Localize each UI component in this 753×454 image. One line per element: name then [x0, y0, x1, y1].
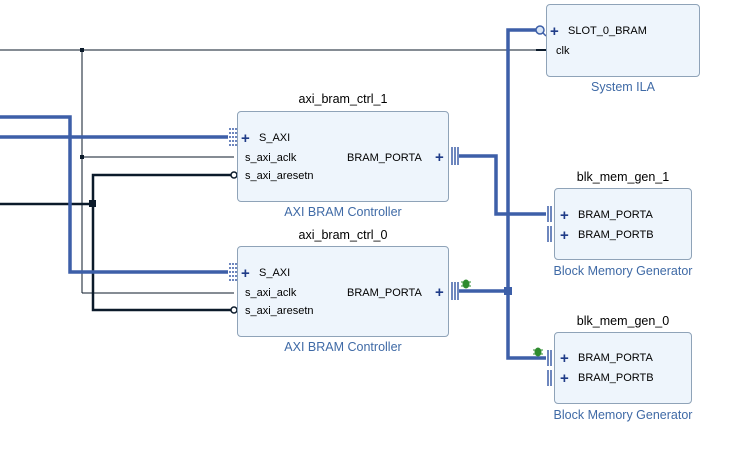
ctrl0-instance-name: axi_bram_ctrl_0: [298, 228, 388, 242]
plus-icon[interactable]: +: [560, 370, 569, 387]
axi-bus-nets[interactable]: [0, 115, 228, 274]
mem0-instance-name: blk_mem_gen_0: [576, 314, 670, 328]
magnifier-icon: [535, 25, 547, 37]
blk-mem-gen-1-block[interactable]: + BRAM_PORTA + BRAM_PORTB: [554, 188, 692, 260]
ctrl0-rst-pin[interactable]: s_axi_aresetn: [245, 305, 314, 317]
bram-bus-nets[interactable]: [459, 28, 546, 360]
ctrl1-clk-pin[interactable]: s_axi_aclk: [245, 152, 297, 164]
ila-slot-pin[interactable]: SLOT_0_BRAM: [568, 25, 647, 37]
debug-bug-icon: [533, 347, 543, 357]
axi-slave-pin-icon: [229, 128, 237, 281]
system-ila-block[interactable]: + SLOT_0_BRAM clk: [546, 4, 700, 77]
ctrl1-s-axi-pin[interactable]: S_AXI: [259, 132, 291, 144]
bus-pin-icon: [451, 147, 552, 386]
blk-mem-gen-0-block[interactable]: + BRAM_PORTA + BRAM_PORTB: [554, 332, 692, 404]
ctrl1-rst-pin[interactable]: s_axi_aresetn: [245, 170, 314, 182]
clock-junction-2: [80, 155, 84, 159]
ctrl0-s-axi-pin[interactable]: S_AXI: [259, 267, 291, 279]
plus-icon[interactable]: +: [560, 207, 569, 224]
mem0-porta-pin[interactable]: BRAM_PORTA: [578, 352, 653, 364]
ctrl0-porta-pin[interactable]: BRAM_PORTA: [347, 287, 422, 299]
mem1-porta-pin[interactable]: BRAM_PORTA: [578, 209, 653, 221]
plus-icon[interactable]: +: [560, 350, 569, 367]
clock-junction: [80, 48, 84, 52]
ila-clk-pin[interactable]: clk: [556, 45, 570, 57]
plus-icon[interactable]: +: [560, 227, 569, 244]
bram-bus-junction: [504, 287, 512, 295]
plus-icon[interactable]: +: [435, 149, 444, 166]
ctrl0-type: AXI BRAM Controller: [284, 340, 402, 354]
system-ila-type: System ILA: [591, 80, 655, 94]
ctrl1-type: AXI BRAM Controller: [284, 205, 402, 219]
mem1-type: Block Memory Generator: [553, 264, 693, 278]
plus-icon[interactable]: +: [550, 23, 559, 40]
axi-bram-ctrl-0-block[interactable]: + S_AXI s_axi_aclk s_axi_aresetn BRAM_PO…: [237, 246, 449, 337]
mem0-portb-pin[interactable]: BRAM_PORTB: [578, 372, 654, 384]
ctrl0-clk-pin[interactable]: s_axi_aclk: [245, 287, 297, 299]
plus-icon[interactable]: +: [241, 130, 250, 147]
clock-net[interactable]: [0, 49, 546, 294]
reset-junction: [89, 200, 96, 207]
plus-icon[interactable]: +: [241, 265, 250, 282]
mem0-type: Block Memory Generator: [553, 408, 693, 422]
reset-net[interactable]: [0, 173, 234, 312]
mem1-instance-name: blk_mem_gen_1: [576, 170, 670, 184]
axi-bram-ctrl-1-block[interactable]: + S_AXI s_axi_aclk s_axi_aresetn BRAM_PO…: [237, 111, 449, 202]
ctrl1-instance-name: axi_bram_ctrl_1: [298, 92, 388, 106]
mem1-portb-pin[interactable]: BRAM_PORTB: [578, 229, 654, 241]
debug-bug-icon: [461, 279, 471, 289]
plus-icon[interactable]: +: [435, 284, 444, 301]
ctrl1-porta-pin[interactable]: BRAM_PORTA: [347, 152, 422, 164]
